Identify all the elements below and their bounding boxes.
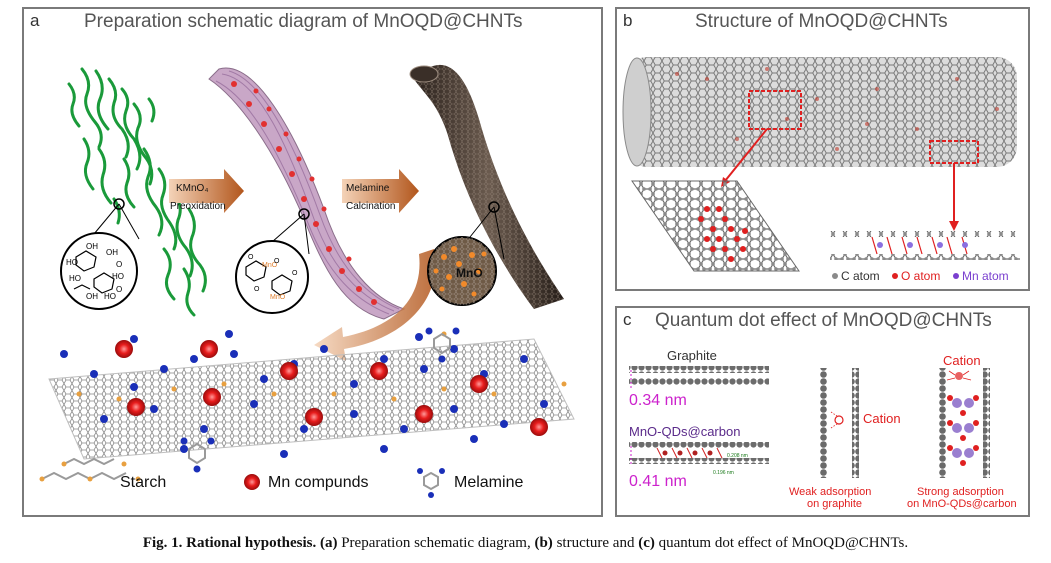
svg-text:0.196 nm: 0.196 nm: [713, 470, 734, 476]
svg-text:O: O: [274, 258, 280, 265]
svg-text:0.208 nm: 0.208 nm: [727, 453, 748, 459]
legend-c-atom: C atom: [841, 269, 880, 283]
svg-text:O: O: [254, 286, 260, 293]
cation-strong: Cation: [943, 353, 981, 368]
starch-strands: [67, 67, 207, 317]
svg-text:on MnO-QDs@carbon: on MnO-QDs@carbon: [907, 498, 1017, 510]
legend-starch: Starch: [120, 474, 166, 491]
panel-title: Structure of MnOQD@CHNTs: [695, 11, 948, 32]
svg-text:KMnO₄: KMnO₄: [176, 183, 208, 194]
panel-a-illustration: OH OH HO O HO HO O OH HO KMnO₄ Preoxidat…: [39, 64, 575, 498]
legend-mn-atom: Mn atom: [962, 269, 1009, 283]
legend-mn: Mn compunds: [268, 474, 369, 491]
svg-text:HO: HO: [69, 274, 81, 283]
svg-text:MnO: MnO: [456, 266, 483, 280]
svg-text:O: O: [248, 254, 254, 261]
arrow-preoxidation: [169, 169, 244, 213]
panel-title: Preparation schematic diagram of MnOQD@C…: [84, 11, 523, 32]
panel-c: c Quantum dot effect of MnOQD@CHNTs Grap…: [615, 306, 1030, 517]
legend-melamine: Melamine: [454, 474, 523, 491]
panel-c-illustration: Graphite 0.34 nm MnO-QDs@carbon 0.208 nm…: [629, 348, 1017, 510]
graphite-label: Graphite: [667, 348, 717, 363]
panel-label: b: [623, 11, 633, 30]
panel-label: a: [30, 11, 40, 30]
svg-text:OH: OH: [106, 248, 118, 257]
graphite-spacing: 0.34 nm: [629, 392, 687, 409]
oh-labels: OH OH HO O HO HO O OH HO: [66, 242, 124, 301]
cation-weak: Cation: [863, 411, 901, 426]
melamine-molecule: [188, 332, 451, 465]
svg-text:Strong adsorption: Strong adsorption: [917, 486, 1004, 498]
svg-text:HO: HO: [112, 272, 124, 281]
svg-text:Weak adsorption: Weak adsorption: [789, 486, 871, 498]
figure-caption: Fig. 1. Rational hypothesis. (a) Prepara…: [142, 535, 909, 551]
legend-mn-icon: [244, 474, 260, 490]
panel-label: c: [623, 310, 632, 329]
mno-spacing: 0.41 nm: [629, 473, 687, 490]
starch-chain: [41, 457, 127, 481]
svg-text:MnO: MnO: [262, 262, 278, 269]
highlight-box-1: [748, 90, 802, 130]
svg-text:O: O: [116, 260, 122, 269]
svg-text:O: O: [292, 270, 298, 277]
graphene-sheet: [631, 180, 800, 272]
mno-carbon-label: MnO-QDs@carbon: [629, 424, 740, 439]
panel-title: Quantum dot effect of MnOQD@CHNTs: [655, 310, 992, 331]
legend-o-atom: O atom: [901, 269, 940, 283]
svg-text:Melamine: Melamine: [346, 183, 390, 194]
svg-text:Calcination: Calcination: [346, 201, 395, 212]
svg-text:O: O: [116, 285, 122, 294]
svg-text:Preoxidation: Preoxidation: [170, 201, 226, 212]
svg-text:on graphite: on graphite: [807, 498, 862, 510]
svg-text:HO: HO: [104, 292, 116, 301]
panel-b-illustration: C atom O atom Mn atom: [622, 57, 1020, 283]
layered-side-view: [830, 231, 1020, 260]
oxidized-bundle: [208, 67, 406, 320]
svg-text:HO: HO: [66, 258, 78, 267]
svg-text:OH: OH: [86, 292, 98, 301]
composite-layer: [48, 330, 575, 460]
svg-text:OH: OH: [86, 242, 98, 251]
panel-b: b Structure of MnOQD@CHNTs: [615, 7, 1030, 291]
svg-text:MnO: MnO: [270, 294, 286, 301]
panel-a: a Preparation schematic diagram of MnOQD…: [22, 7, 603, 517]
arrow-calcination: [342, 169, 419, 213]
